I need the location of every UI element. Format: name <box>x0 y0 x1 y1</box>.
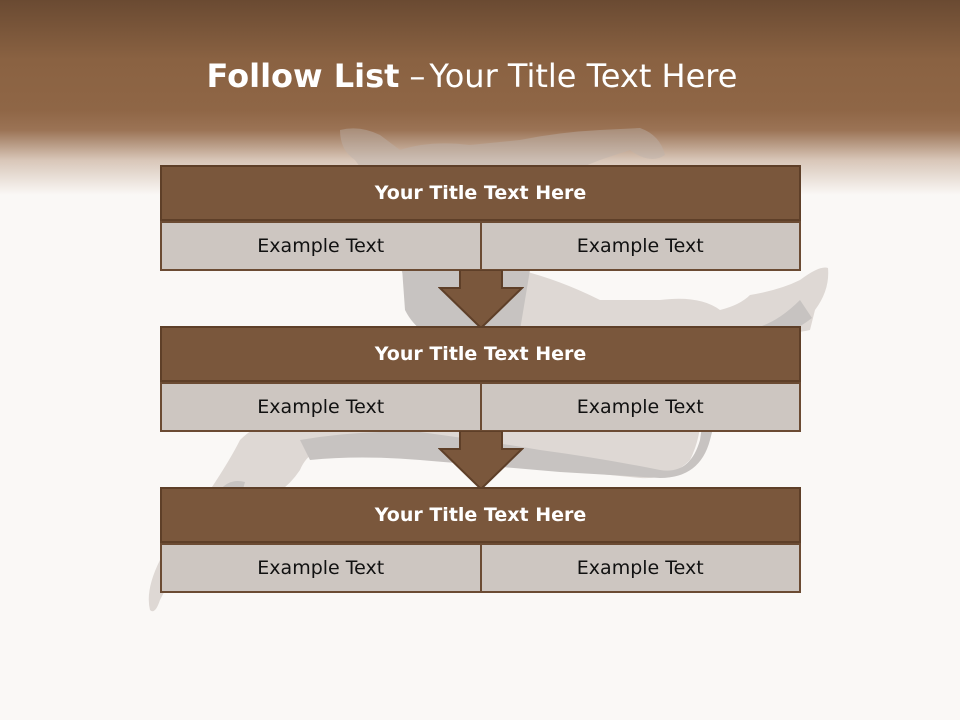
down-arrow-icon <box>438 431 524 491</box>
page-title: Follow List–Your Title Text Here <box>0 56 944 96</box>
block-cell-left: Example Text <box>160 221 481 271</box>
process-block-1: Your Title Text Here Example Text Exampl… <box>160 165 801 271</box>
title-dash: – <box>409 57 426 95</box>
block-cell-right: Example Text <box>480 382 801 432</box>
title-bold: Follow List <box>206 57 400 95</box>
block-cell-right: Example Text <box>480 221 801 271</box>
block-heading: Your Title Text Here <box>160 326 801 382</box>
block-row: Example Text Example Text <box>160 543 801 593</box>
title-rest: Your Title Text Here <box>429 57 738 95</box>
block-row: Example Text Example Text <box>160 221 801 271</box>
block-heading: Your Title Text Here <box>160 165 801 221</box>
process-block-2: Your Title Text Here Example Text Exampl… <box>160 326 801 432</box>
block-row: Example Text Example Text <box>160 382 801 432</box>
block-cell-left: Example Text <box>160 382 481 432</box>
block-cell-left: Example Text <box>160 543 481 593</box>
block-heading: Your Title Text Here <box>160 487 801 543</box>
block-cell-right: Example Text <box>480 543 801 593</box>
process-block-3: Your Title Text Here Example Text Exampl… <box>160 487 801 593</box>
down-arrow-icon <box>438 270 524 330</box>
